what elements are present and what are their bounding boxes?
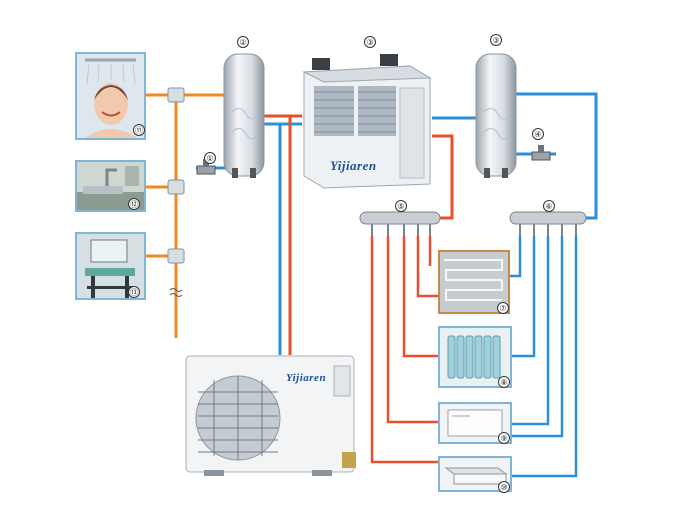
ducted-unit-illustration xyxy=(440,458,510,490)
heat-pump-cabinet xyxy=(302,54,432,189)
heating-return-lines xyxy=(510,236,578,478)
callout-label: ⑥ xyxy=(543,200,555,212)
callout-label: ④ xyxy=(532,128,544,140)
callout-label: ⑦ xyxy=(497,302,509,314)
radiator-photo xyxy=(438,326,512,388)
main-unit-brand-label: Yijiaren xyxy=(330,158,377,173)
callout-label: ① xyxy=(204,152,216,164)
heating-supply-lines xyxy=(370,236,440,464)
water-tank-left xyxy=(223,53,265,178)
return-manifold xyxy=(509,211,587,236)
callout-label: ② xyxy=(237,36,249,48)
ducted-unit-photo xyxy=(438,456,512,492)
callout-label: ⑤ xyxy=(395,200,407,212)
tap-tees xyxy=(167,87,185,264)
outdoor-unit-brand-label: Yijiaren xyxy=(286,372,327,384)
callout-label: ⑬ xyxy=(128,286,140,298)
callout-label: ⑩ xyxy=(498,481,510,493)
hot-water-supply-pipes xyxy=(146,93,224,338)
radiator-illustration xyxy=(440,328,510,386)
outdoor-unit-cabinet xyxy=(185,355,356,476)
pipe-break-mark xyxy=(169,288,183,297)
callout-label: ⑪ xyxy=(133,124,145,136)
outdoor-unit: Yijiaren xyxy=(184,352,362,476)
main-heat-pump-unit: Yijiaren xyxy=(300,52,432,190)
callout-label: ③ xyxy=(490,34,502,46)
tank2-loop xyxy=(264,114,302,355)
supply-manifold xyxy=(359,211,441,236)
valve-icon xyxy=(531,145,551,161)
callout-label: ⑧ xyxy=(498,376,510,388)
water-tank-right xyxy=(475,53,517,178)
shower-photo xyxy=(75,52,146,140)
callout-label: ③ xyxy=(364,36,376,48)
floor-heating-illustration xyxy=(440,252,508,312)
shower-person-illustration xyxy=(77,54,144,138)
callout-label: ⑨ xyxy=(498,432,510,444)
callout-label: ⑫ xyxy=(128,198,140,210)
